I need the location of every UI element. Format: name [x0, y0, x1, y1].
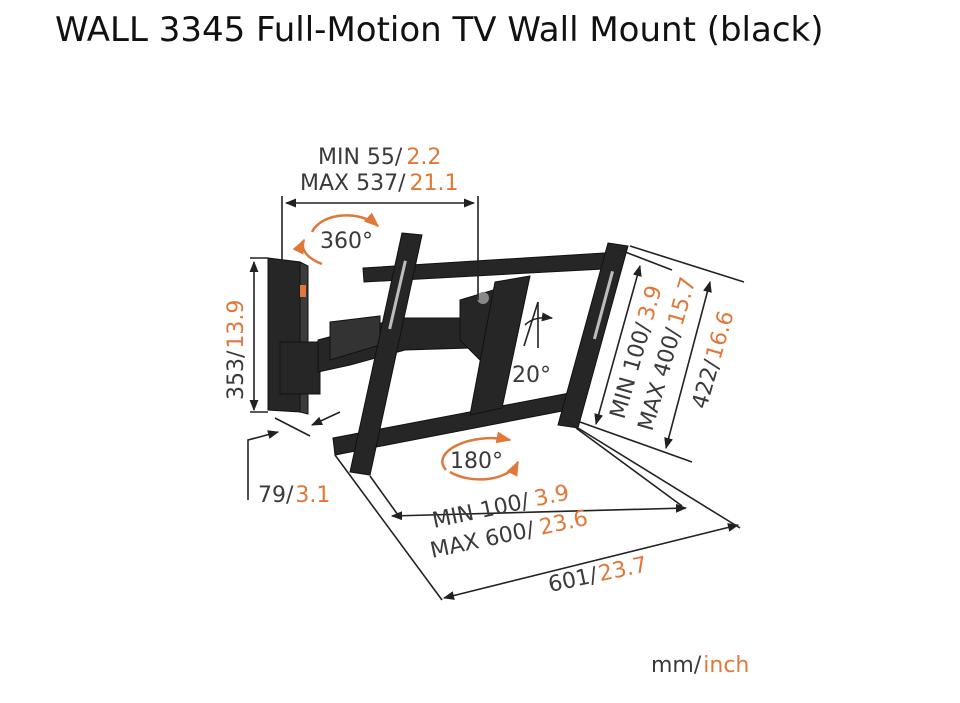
depth-dimension-line	[247, 430, 280, 500]
tilt-bracket	[469, 275, 531, 416]
distance-max-label: MAX 537/21.1	[300, 171, 458, 196]
width-dimension-line	[442, 523, 740, 600]
swivel-360-arc	[310, 212, 380, 233]
depth-label: 79/3.1	[258, 483, 330, 508]
wall-plate-marker	[300, 285, 306, 297]
dimension-lines	[247, 196, 745, 601]
vesa-horizontal-dimension-line	[390, 503, 688, 521]
swivel-top-label: 360°	[320, 229, 373, 254]
wall-hinge	[279, 341, 321, 395]
units-legend: mm/inch	[651, 653, 749, 678]
product-title: WALL 3345 Full-Motion TV Wall Mount (bla…	[55, 10, 824, 50]
tilt-label: 20°	[512, 363, 551, 388]
swivel-180-arc	[441, 431, 512, 471]
swivel-bottom-label: 180°	[450, 449, 503, 474]
wall-mount-product	[267, 232, 629, 476]
left-vertical-bracket	[349, 232, 423, 476]
frame-height-dimension-line	[664, 280, 712, 450]
distance-min-label: MIN 55/2.2	[318, 145, 441, 170]
frame-height-label: 422/16.6	[688, 308, 740, 411]
vesa-vertical-dimension-line	[594, 264, 642, 426]
height-label: 353/13.9	[224, 300, 249, 400]
